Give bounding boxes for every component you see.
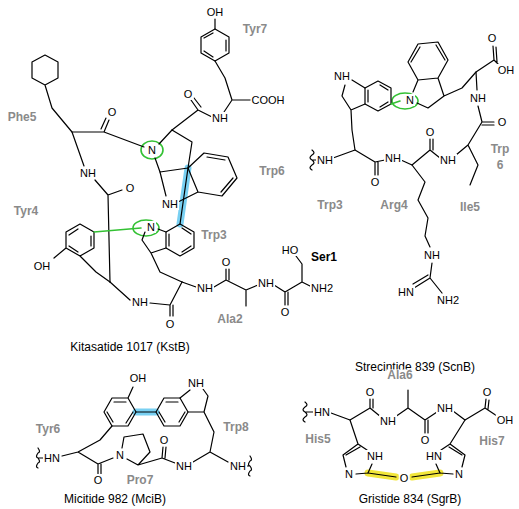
residue-label: Ala6 (386, 369, 413, 382)
atom-label: NH2 (436, 294, 460, 306)
caption: Gristide 834 (SgrB) (358, 493, 463, 506)
atom-label: HO (281, 244, 300, 256)
atom-label: NH (423, 249, 441, 261)
atom-label: NH (316, 154, 334, 166)
blue-bond (180, 168, 188, 224)
atom-label: NH (161, 198, 179, 210)
atom-label: O (497, 116, 508, 128)
atom-label: O (482, 386, 493, 398)
atom-label: NH (229, 460, 247, 472)
residue-label: Tyr4 (13, 205, 39, 218)
residue-label: His7 (478, 435, 505, 448)
caption: Micitide 982 (MciB) (63, 493, 167, 506)
atom-label: HN (313, 406, 331, 418)
residue-label: Phe5 (7, 111, 38, 124)
atom-label: NH (384, 152, 402, 164)
atom-label: O (159, 434, 170, 446)
atom-label: NH2 (310, 282, 334, 294)
residue-label: Trp3 (200, 229, 227, 242)
residue-label: Tyr6 (35, 423, 61, 436)
atom-label: OH (129, 372, 148, 384)
atom-label: O (399, 472, 410, 484)
atom-label: O (280, 306, 291, 318)
caption: Kitasatide 1017 (KstB) (69, 341, 190, 354)
atom-label: OH (497, 64, 516, 76)
atom-label: NH (196, 282, 214, 294)
residue-label: His5 (304, 433, 331, 446)
residue-label: Trp8 (222, 421, 249, 434)
atom-label: HN (43, 452, 61, 464)
highlights (133, 93, 440, 477)
atom-label: OH (496, 414, 515, 426)
atom-label: N (405, 94, 415, 106)
atom-label: NH (439, 154, 457, 166)
atom-label: O (425, 126, 436, 138)
atom-label: N (454, 468, 464, 480)
residue-label: Trp3 (316, 199, 343, 212)
residue-label: Arg4 (379, 199, 408, 212)
atom-label: O (420, 434, 431, 446)
residue-label: Pro7 (126, 474, 155, 487)
atom-label: OH (206, 6, 225, 18)
residue-label: Tyr7 (242, 23, 268, 36)
atom-label: NH (469, 92, 487, 104)
residue-label: Trp (490, 143, 511, 156)
atom-label: O (221, 256, 232, 268)
atom-label: NH (333, 70, 351, 82)
atom-label: HN (397, 286, 415, 298)
residue-label: Ile5 (459, 201, 481, 214)
atom-label: N (146, 221, 156, 233)
residue-label: Trp6 (258, 165, 285, 178)
green-ring (392, 93, 418, 109)
residue-label: Ala2 (216, 313, 243, 326)
atom-label: N (115, 449, 125, 461)
residue-label: 6 (496, 159, 505, 172)
atom-label: O (183, 88, 194, 100)
atom-label: NH (257, 277, 275, 289)
atom-label: N (147, 144, 157, 156)
atom-label: OH (33, 260, 52, 272)
atom-label: NH (131, 296, 149, 308)
atom-label: N (344, 468, 354, 480)
residue-label: Ser1 (310, 251, 338, 264)
atom-label: O (365, 386, 376, 398)
atom-label: NH (187, 377, 205, 389)
bonds (32, 19, 500, 477)
atom-label: O (370, 176, 381, 188)
atom-label: NH (379, 415, 397, 427)
atom-label: O (125, 182, 136, 194)
atom-label: O (93, 474, 104, 486)
atom-label: NH (79, 167, 97, 179)
atom-label: O (165, 318, 176, 330)
atom-label: NH (436, 402, 454, 414)
caption: Strecintide 839 (ScnB) (354, 361, 476, 374)
atom-label: NH (175, 460, 193, 472)
blue-bond (136, 409, 156, 416)
atom-label: NH (366, 450, 384, 462)
atom-label: O (107, 106, 118, 118)
atom-label: O (487, 32, 498, 44)
atom-label: COOH (251, 94, 286, 106)
atom-label: HN (425, 450, 443, 462)
atom-label: NH (211, 112, 229, 124)
